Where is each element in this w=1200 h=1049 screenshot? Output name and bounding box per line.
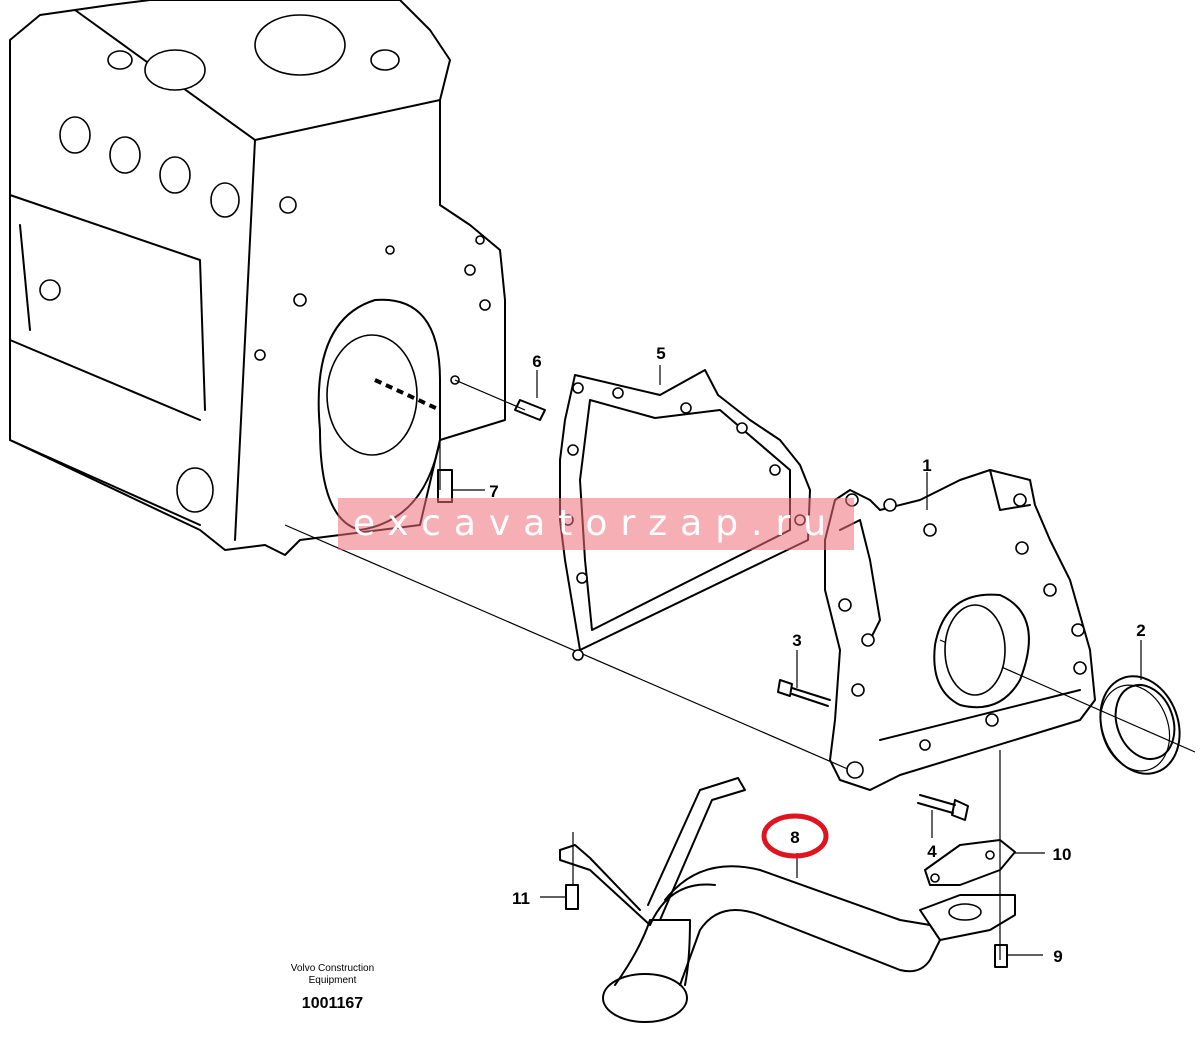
callout-9: 9 xyxy=(1053,947,1062,966)
callout-2: 2 xyxy=(1136,621,1145,640)
callout-5: 5 xyxy=(656,344,665,363)
callout-1: 1 xyxy=(922,456,931,475)
drawing-number: 1001167 xyxy=(301,995,364,1012)
alignment-lines xyxy=(284,379,1196,960)
highlight-ring-8 xyxy=(761,813,829,859)
oil-pickup-tube xyxy=(559,777,1016,1023)
caption-brand-line1: Volvo Construction xyxy=(290,963,375,974)
dowel-pin xyxy=(514,399,546,421)
callout-6: 6 xyxy=(532,352,541,371)
leader-lines xyxy=(452,365,1142,956)
crankshaft-seal xyxy=(1099,675,1181,775)
callout-8: 8 xyxy=(790,828,799,847)
callout-11: 11 xyxy=(512,889,530,908)
caption-block: Volvo Construction Equipment 1001167 xyxy=(265,963,400,1013)
bolt-3 xyxy=(777,679,831,707)
pickup-gasket xyxy=(924,839,1016,886)
callout-labels: 1 2 3 4 5 6 7 8 9 10 11 xyxy=(489,344,1145,966)
callout-3: 3 xyxy=(792,631,801,650)
callout-4: 4 xyxy=(927,842,937,861)
engine-block xyxy=(9,0,506,556)
bolt-9 xyxy=(994,944,1008,968)
watermark-banner: excavatorzap.ru xyxy=(338,498,854,550)
callout-7: 7 xyxy=(489,482,498,501)
bolt-4 xyxy=(917,794,969,821)
timing-cover-housing xyxy=(824,469,1096,791)
callout-10: 10 xyxy=(1053,845,1072,864)
caption-brand-line2: Equipment xyxy=(308,975,357,986)
bolt-11 xyxy=(565,832,579,910)
